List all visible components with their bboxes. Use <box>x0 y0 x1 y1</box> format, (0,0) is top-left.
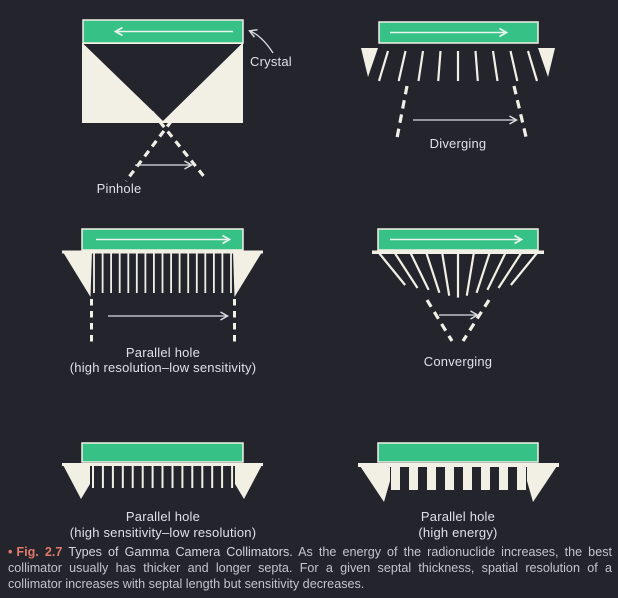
pinhole-collimator-diagram <box>82 19 274 182</box>
parallel-high-sensitivity-diagram <box>62 442 263 499</box>
parallel-high-energy-label-line2: (high energy) <box>418 525 498 540</box>
crystal-label: Crystal <box>250 54 292 69</box>
diverging-label: Diverging <box>429 136 487 151</box>
figure-caption: •Fig. 2.7 Types of Gamma Camera Collimato… <box>8 544 612 593</box>
parallel-high-res-label-line2: (high resolution–low sensitivity) <box>69 360 257 375</box>
right-end-wedge <box>233 250 263 297</box>
crystal-bar <box>377 442 539 463</box>
parallel-high-sens-label-line1: Parallel hole <box>125 509 201 524</box>
parallel-ray-lines <box>90 299 236 346</box>
collimator-top-strip <box>358 463 559 467</box>
converging-collimator-diagram <box>372 228 544 342</box>
converging-ray-lines <box>425 299 491 342</box>
long-thin-septa <box>93 252 232 293</box>
diverging-septa <box>377 50 539 82</box>
converging-septa <box>378 252 538 298</box>
figure-number: Fig. 2.7 <box>16 545 63 559</box>
parallel-high-res-label-line1: Parallel hole <box>125 345 201 360</box>
converging-label: Converging <box>423 354 493 369</box>
parallel-high-resolution-diagram <box>62 228 263 346</box>
crystal-pointer-arrow <box>248 29 274 54</box>
pinhole-aperture-cone <box>83 44 242 121</box>
collimator-diagrams-canvas <box>62 19 559 502</box>
parallel-high-energy-diagram <box>358 442 559 502</box>
pinhole-label: Pinhole <box>96 181 142 196</box>
left-end-wedge <box>358 463 390 502</box>
collimator-top-strip <box>372 250 544 254</box>
short-thin-septa <box>92 464 234 488</box>
right-end-wedge <box>527 463 559 502</box>
right-end-wedge <box>235 463 263 499</box>
diverging-collimator-diagram <box>361 21 555 142</box>
parallel-high-energy-label-line1: Parallel hole <box>420 509 496 524</box>
crystal-bar <box>81 442 244 463</box>
diverging-ray-lines <box>395 85 529 142</box>
pinhole-ray-lines <box>124 110 208 182</box>
left-end-wedge <box>62 250 92 297</box>
caption-bullet-icon: • <box>8 545 13 559</box>
parallel-high-sens-label-line2: (high sensitivity–low resolution) <box>69 525 257 540</box>
caption-title: Types of Gamma Camera Collimators. <box>68 545 293 559</box>
right-end-wedge <box>538 48 555 77</box>
caption-body: As the energy of the radionuclide increa… <box>8 545 612 592</box>
thick-septa <box>391 464 526 490</box>
left-end-wedge <box>62 463 90 499</box>
left-end-wedge <box>361 48 378 77</box>
